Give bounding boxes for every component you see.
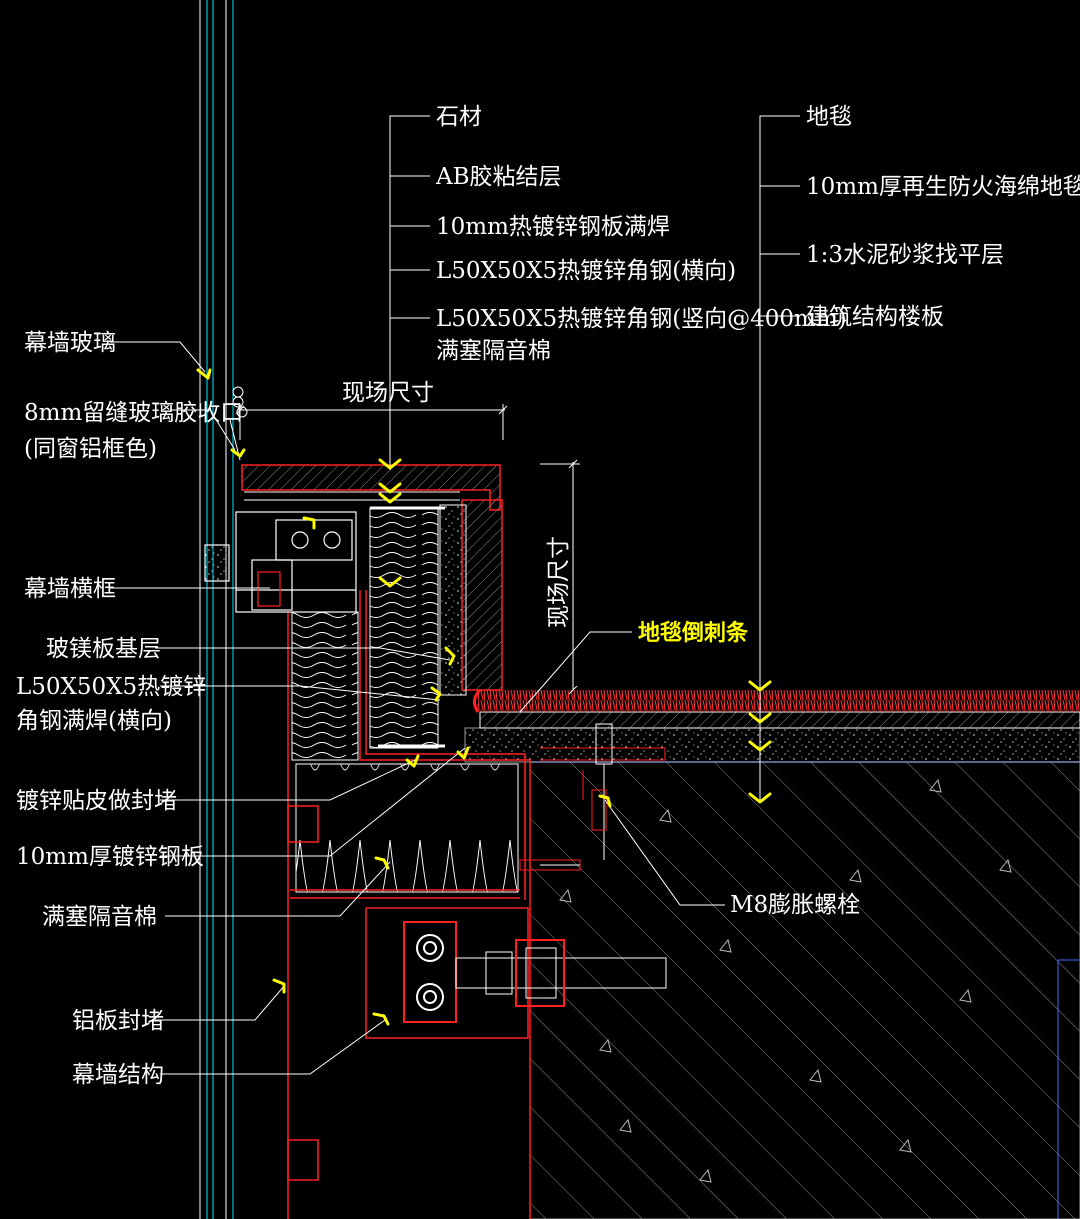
label-glass-seal-line2: (同窗铝框色) <box>24 436 157 462</box>
label-stone: 石材 <box>436 104 482 130</box>
annotation-labels: 石材 AB胶粘结层 10mm热镀锌钢板满焊 L50X50X5热镀锌角钢(横向) … <box>16 104 1080 1088</box>
label-mgo-board: 玻镁板基层 <box>46 636 161 662</box>
structural-slab <box>529 761 1080 1219</box>
label-curtain-glass: 幕墙玻璃 <box>24 330 116 356</box>
curtain-structure-bracket <box>403 921 667 1023</box>
leader-lines <box>110 115 800 1075</box>
label-cement-screed: 1:3水泥砂浆找平层 <box>806 242 1004 268</box>
floor-layers <box>464 688 1080 763</box>
label-angle-vertical: L50X50X5热镀锌角钢(竖向@400mm) <box>436 306 847 332</box>
label-glass-seal-line1: 8mm留缝玻璃胶收口 <box>24 400 243 426</box>
curtain-wall-glass-lines <box>199 0 234 1219</box>
label-insulation-top: 满塞隔音棉 <box>436 338 551 364</box>
label-insulation-bottom: 满塞隔音棉 <box>42 904 157 930</box>
label-galv-skin-seal: 镀锌贴皮做封堵 <box>16 788 177 814</box>
label-curtain-structure: 幕墙结构 <box>72 1062 164 1088</box>
label-carpet: 地毯 <box>806 104 852 130</box>
label-angle-horizontal: L50X50X5热镀锌角钢(横向) <box>436 258 736 284</box>
label-structural-slab: 建筑结构楼板 <box>806 304 944 330</box>
label-ab-glue: AB胶粘结层 <box>435 164 562 190</box>
label-site-dimension-horizontal: 现场尺寸 <box>342 380 434 406</box>
label-site-dimension-vertical: 现场尺寸 <box>546 536 572 628</box>
callout-markers <box>196 368 772 1026</box>
curtain-wall-transom <box>204 511 357 613</box>
label-aluminum-seal: 铝板封堵 <box>72 1008 164 1034</box>
insulation-upper <box>369 506 445 749</box>
label-galv-plate-10mm: 10mm厚镀锌钢板 <box>16 844 204 870</box>
label-steel-plate-10mm: 10mm热镀锌钢板满焊 <box>436 214 670 240</box>
label-angle-weld-line2: 角钢满焊(横向) <box>16 708 172 734</box>
insulation-bottom <box>295 763 519 893</box>
m8-expansion-bolt <box>519 723 613 871</box>
label-angle-weld-line1: L50X50X5热镀锌 <box>16 674 206 700</box>
stone-cap <box>241 464 503 696</box>
label-carpet-gripper: 地毯倒刺条 <box>638 620 749 646</box>
label-m8-bolt: M8膨胀螺栓 <box>730 892 860 918</box>
label-transom: 幕墙横框 <box>24 576 116 602</box>
label-carpet-underlay: 10mm厚再生防火海绵地毯衬垫 <box>806 174 1080 200</box>
